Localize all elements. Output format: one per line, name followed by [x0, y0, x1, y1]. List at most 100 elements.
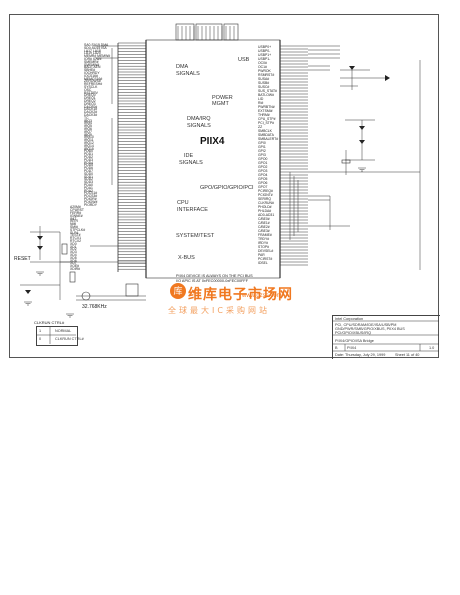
left-pin-label: XD2	[70, 247, 77, 252]
clkrun-row-0-key: 1	[39, 329, 42, 333]
right-pin-label: EXTSMI#	[258, 109, 273, 113]
right-pin-label: GPO6	[258, 181, 268, 185]
left-pin-label: SMEMR#	[84, 59, 99, 64]
left-pin-label: DREQ2	[84, 99, 96, 103]
clkrun-row-1-key: 0	[39, 337, 42, 341]
block-cpu-1: CPU	[177, 200, 189, 206]
right-pin-label: GPO2	[258, 165, 268, 169]
left-pin-label: PDA0	[84, 183, 93, 187]
tb-rev: 1.0	[429, 346, 435, 350]
left-pin-label: NMI	[70, 222, 77, 227]
left-pin-label: DACK3#	[84, 113, 98, 117]
left-pin-label: PDCS1#	[84, 191, 98, 196]
tb-size: B	[335, 346, 338, 350]
left-pin-label: IOCHRDY	[84, 71, 100, 75]
right-pin-label: GPO7	[258, 185, 268, 189]
left-pin-label: PDD4	[84, 160, 94, 165]
top-header-3	[223, 23, 239, 41]
left-pin-label: CPURST	[70, 208, 84, 213]
left-pin-label: IOCS16#	[84, 73, 98, 78]
left-pin-label: SA0-SA19 DMA	[84, 43, 109, 47]
left-pin-label: PDD3	[84, 157, 94, 162]
left-pin-label: IGNNE#	[70, 213, 83, 218]
buffer-icon	[385, 75, 390, 81]
left-pin-label: PDIOR#	[84, 197, 97, 201]
crystal-label: 32.768KHz	[82, 304, 107, 310]
right-pin-label: AD0-AD31	[258, 213, 275, 217]
right-pin-label: GPI2	[258, 149, 266, 153]
title-block: Intel Corporation PCI, CPU/SDRAM/IDE/ISA…	[332, 315, 440, 359]
left-pin-label: BALE AEN	[84, 65, 101, 70]
left-pin-label: MEMCS16#	[84, 76, 103, 81]
right-pin-label: PCIREQ#	[258, 189, 273, 193]
right-pin-label: FRAME#	[258, 233, 272, 237]
left-pin-label: SYSCLK	[84, 85, 98, 89]
clkrun-row-0-val: NORMAL	[55, 329, 72, 333]
right-pin-label: LID	[258, 97, 264, 101]
tb-line-2: PCI/GPIO/XBUS/IRQ	[335, 331, 372, 335]
right-pin-label: IRDY#	[258, 241, 268, 245]
left-pin-label: SMI#	[70, 225, 78, 229]
left-pin-label: LA17 LA18	[84, 48, 101, 53]
tb-company: Intel Corporation	[335, 317, 364, 321]
left-pin-label: IRQ14	[84, 143, 94, 148]
right-pin-label: ZZ	[258, 125, 263, 129]
left-pin-label: MEMR# MEMW#	[84, 54, 111, 59]
right-pin-label: SUSA#	[258, 77, 270, 81]
left-pin-label: TEST#	[70, 233, 81, 238]
right-pin-label: C/BE0#	[258, 217, 270, 221]
left-pin-label: SDD2	[84, 177, 94, 182]
right-pin-label: PCIRST#	[258, 257, 273, 261]
tb-line-1: GND/PWR/SMB/GPIO/XBUS, PIIX4 BUS	[335, 327, 405, 331]
right-pin-label: GPO1	[258, 161, 268, 165]
reset-label: RESET	[14, 256, 31, 262]
right-pin-label: USBP0+	[258, 45, 272, 49]
block-ide-2: SIGNALS	[179, 160, 203, 166]
block-power-2: MGMT	[212, 101, 229, 107]
right-pin-label: SMBCLK	[258, 129, 272, 133]
left-pin-label: IRQ12	[84, 141, 94, 145]
right-pin-label: PWRBTN#	[258, 105, 275, 109]
right-pin-label: SUSB#	[258, 81, 270, 85]
left-pin-label: RTCX2	[70, 239, 82, 243]
right-pin-label: DEVSEL#	[258, 249, 274, 253]
right-pin-label: THRM#	[258, 113, 270, 117]
right-pin-label: OC1#	[258, 65, 267, 69]
right-pin-label: PWROK	[258, 69, 271, 73]
left-pin-label: SLP#	[70, 230, 79, 235]
left-pin-label: LA19 LA20	[84, 51, 101, 56]
right-pin-label: OC0#	[258, 61, 267, 65]
left-pin-label: IRQ7	[84, 129, 92, 134]
tb-doc: PIIX4	[347, 346, 357, 350]
right-pin-label: IDSEL	[258, 261, 268, 265]
tb-title: PIIX4/GPIO/ISA Bridge	[335, 339, 374, 343]
right-pin-label: SUS_STAT#	[258, 89, 277, 93]
right-pin-label: C/BE1#	[258, 221, 270, 225]
left-pin-label: PDD2	[84, 155, 94, 159]
left-pin-label: XOE#	[70, 264, 80, 269]
tb-date: Date: Thursday, July 29, 1999	[335, 353, 386, 357]
chip-title: PIIX4	[200, 136, 225, 147]
block-dmareq-1: DMA/IRQ	[187, 116, 211, 122]
left-pin-label: PDD6	[84, 166, 94, 171]
block-usb: USB	[238, 57, 250, 63]
right-pin-label: RSMRST#	[258, 73, 275, 77]
right-pin-label: C/BE3#	[258, 229, 270, 233]
right-pin-label: USBP1-	[258, 57, 271, 61]
left-pin-label: INTR	[70, 219, 78, 224]
right-pin-label: RI#	[258, 101, 264, 105]
right-pin-label: USBP0-	[258, 49, 271, 53]
right-pin-label: SMBDATA	[258, 133, 274, 137]
left-pin-label: PDA2	[84, 188, 93, 193]
tb-line-0: PCI, CPU/SDRAM/IDE/ISA/USB/PM	[335, 323, 397, 327]
clkrun-table-title: CLKRUN CTRL#	[34, 320, 65, 325]
left-pin-label: DACK0#	[84, 104, 98, 109]
left-pin-label: RTCX1	[70, 236, 82, 241]
right-pin-label: PAR	[258, 253, 265, 257]
left-pin-label: SBHE#	[84, 68, 96, 73]
right-pin-label: BATLOW#	[258, 93, 274, 97]
left-pin-label: IRQ10	[84, 135, 94, 140]
clkrun-table: CLKRUN CTRL# 1 NORMAL 0 CLKRUN CTRL#	[34, 320, 84, 346]
left-pin-label: XD0	[70, 241, 77, 246]
right-pin-label: SERIRQ	[258, 197, 271, 201]
